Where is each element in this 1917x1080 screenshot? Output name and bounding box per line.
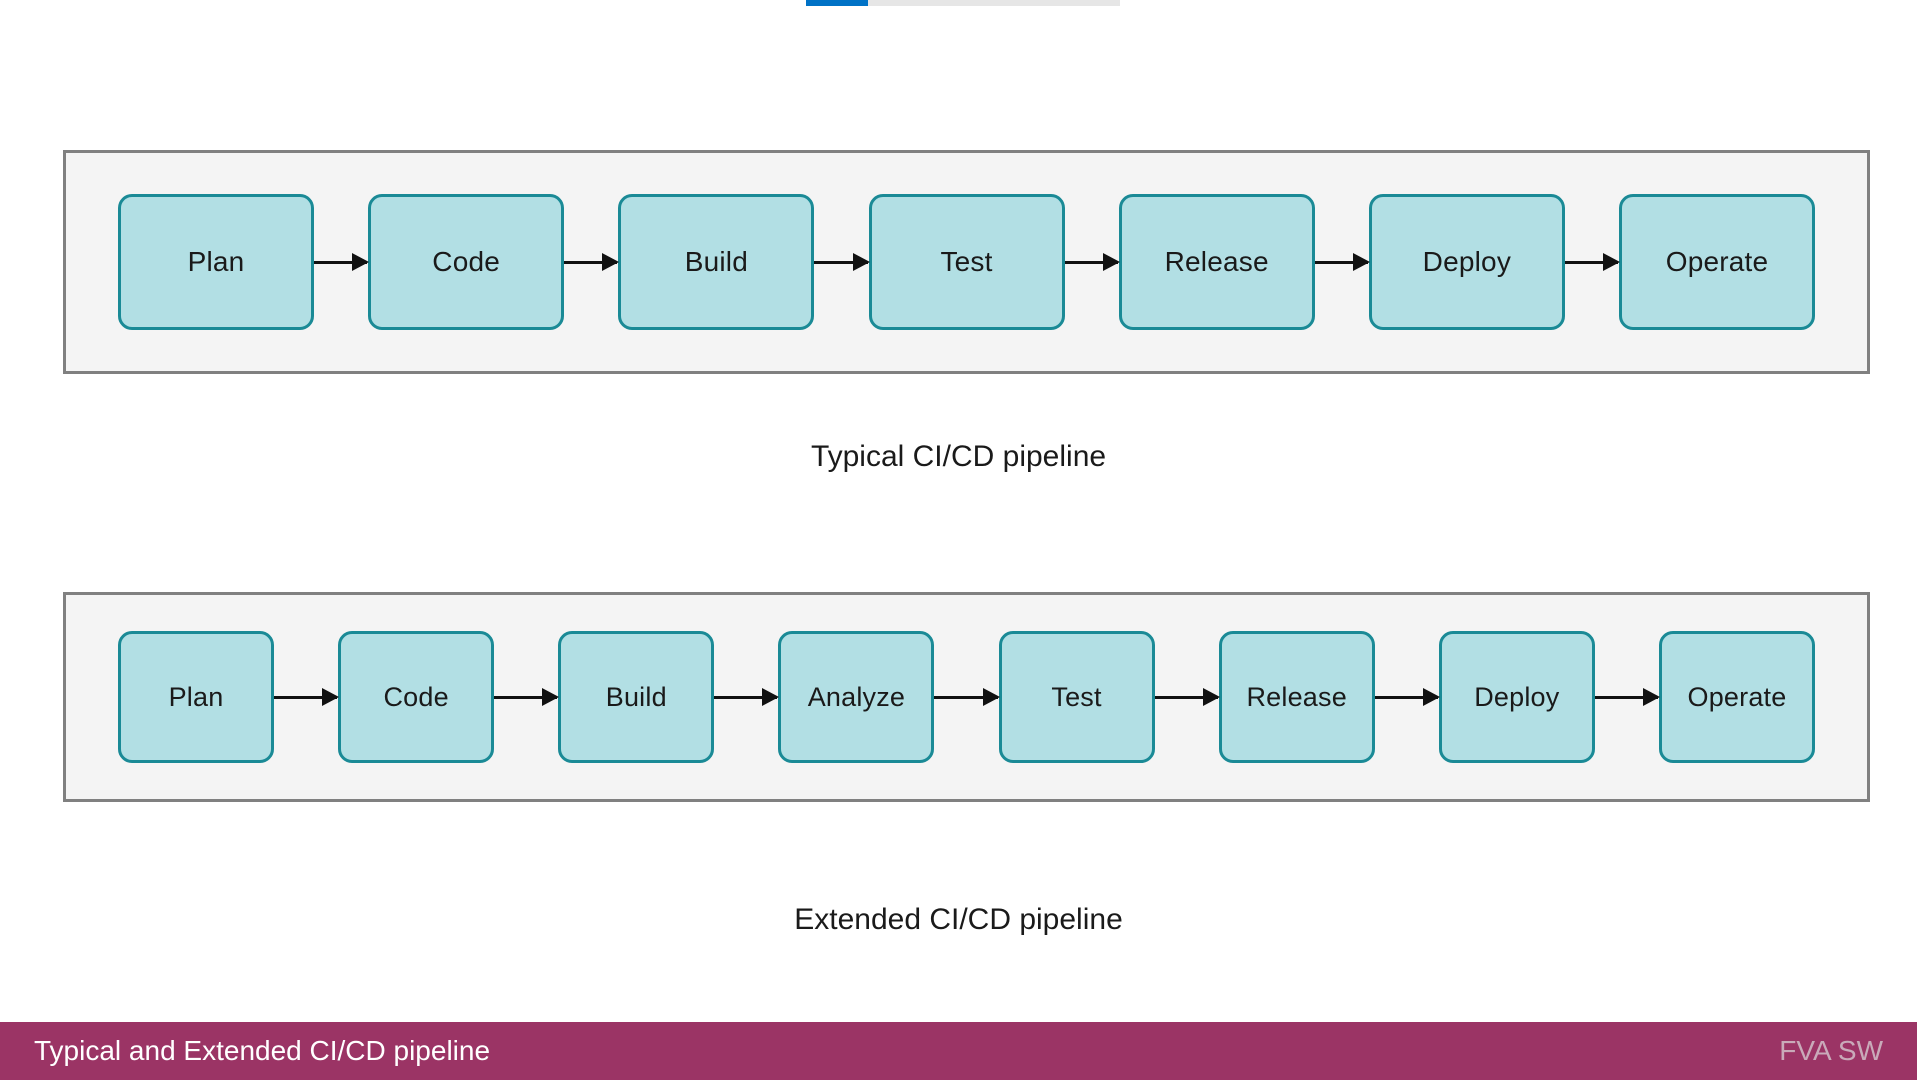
pipeline-stage-node[interactable]: Release [1218, 631, 1375, 763]
arrow-head [762, 688, 780, 706]
pipeline-stage-node[interactable]: Build [558, 631, 715, 763]
flow-arrow-icon [934, 688, 1000, 706]
pipeline-stage-node[interactable]: Deploy [1368, 194, 1565, 330]
diagram-panel-typical: Plan Code Build Test Release Deploy Operate [63, 150, 1870, 374]
flow-arrow-icon [274, 688, 340, 706]
arrow-shaft [314, 260, 368, 264]
arrow-head [1352, 253, 1370, 271]
flow-arrow-icon [1064, 253, 1120, 271]
arrow-shaft [814, 260, 868, 264]
flow-arrow-icon [1154, 688, 1220, 706]
arrow-head [1422, 688, 1440, 706]
pipeline-stage-node[interactable]: Test [998, 631, 1155, 763]
arrow-shaft [564, 260, 618, 264]
progress-bar-track [806, 0, 1120, 6]
arrow-shaft [1374, 695, 1438, 699]
diagram-caption-extended: Extended CI/CD pipeline [794, 903, 1123, 936]
pipeline-stage-node[interactable]: Code [338, 631, 495, 763]
flow-arrow-icon [814, 253, 870, 271]
arrow-shaft [1594, 695, 1658, 699]
diagram-panel-extended: Plan Code Build Analyze Test Release Deploy Ope… [63, 592, 1870, 802]
flow-arrow-icon [1564, 253, 1621, 271]
arrow-shaft [494, 695, 558, 699]
arrow-shaft [1064, 260, 1118, 264]
arrow-shaft [1154, 695, 1218, 699]
slide-footer-bar: Typical and Extended CI/CD pipeline FVA … [0, 1022, 1917, 1080]
flow-arrow-icon [1314, 253, 1370, 271]
arrow-shaft [714, 695, 778, 699]
arrow-shaft [274, 695, 338, 699]
flow-arrow-icon [1374, 688, 1440, 706]
pipeline-stage-node[interactable]: Analyze [778, 631, 935, 763]
flow-arrow-icon [1594, 688, 1660, 706]
pipeline-stage-node[interactable]: Test [868, 194, 1065, 330]
footer-brand-label: FVA SW [1779, 1035, 1883, 1066]
arrow-shaft [934, 695, 998, 699]
pipeline-stage-node[interactable]: Operate [1658, 631, 1815, 763]
pipeline-flow-extended: Plan Code Build Analyze Test Release Deploy Ope… [66, 631, 1867, 763]
arrow-head [1202, 688, 1220, 706]
arrow-head [602, 253, 620, 271]
pipeline-stage-node[interactable]: Plan [118, 631, 274, 763]
progress-bar-fill [806, 0, 868, 6]
pipeline-stage-node[interactable]: Operate [1619, 194, 1816, 330]
flow-arrow-icon [714, 688, 780, 706]
arrow-head [542, 688, 560, 706]
arrow-head [322, 688, 340, 706]
pipeline-flow-typical: Plan Code Build Test Release Deploy Operate [66, 194, 1867, 330]
arrow-head [352, 253, 370, 271]
arrow-shaft [1564, 260, 1619, 264]
arrow-head [852, 253, 870, 271]
pipeline-stage-node[interactable]: Build [618, 194, 815, 330]
arrow-head [1603, 253, 1621, 271]
pipeline-stage-node[interactable]: Code [368, 194, 565, 330]
pipeline-stage-node[interactable]: Deploy [1438, 631, 1595, 763]
arrow-head [1102, 253, 1120, 271]
flow-arrow-icon [564, 253, 620, 271]
flow-arrow-icon [494, 688, 560, 706]
pipeline-stage-node[interactable]: Plan [118, 194, 314, 330]
arrow-shaft [1314, 260, 1368, 264]
arrow-head [982, 688, 1000, 706]
footer-title: Typical and Extended CI/CD pipeline [34, 1035, 491, 1066]
arrow-head [1642, 688, 1660, 706]
pipeline-stage-node[interactable]: Release [1118, 194, 1315, 330]
flow-arrow-icon [314, 253, 370, 271]
diagram-caption-typical: Typical CI/CD pipeline [810, 440, 1107, 473]
